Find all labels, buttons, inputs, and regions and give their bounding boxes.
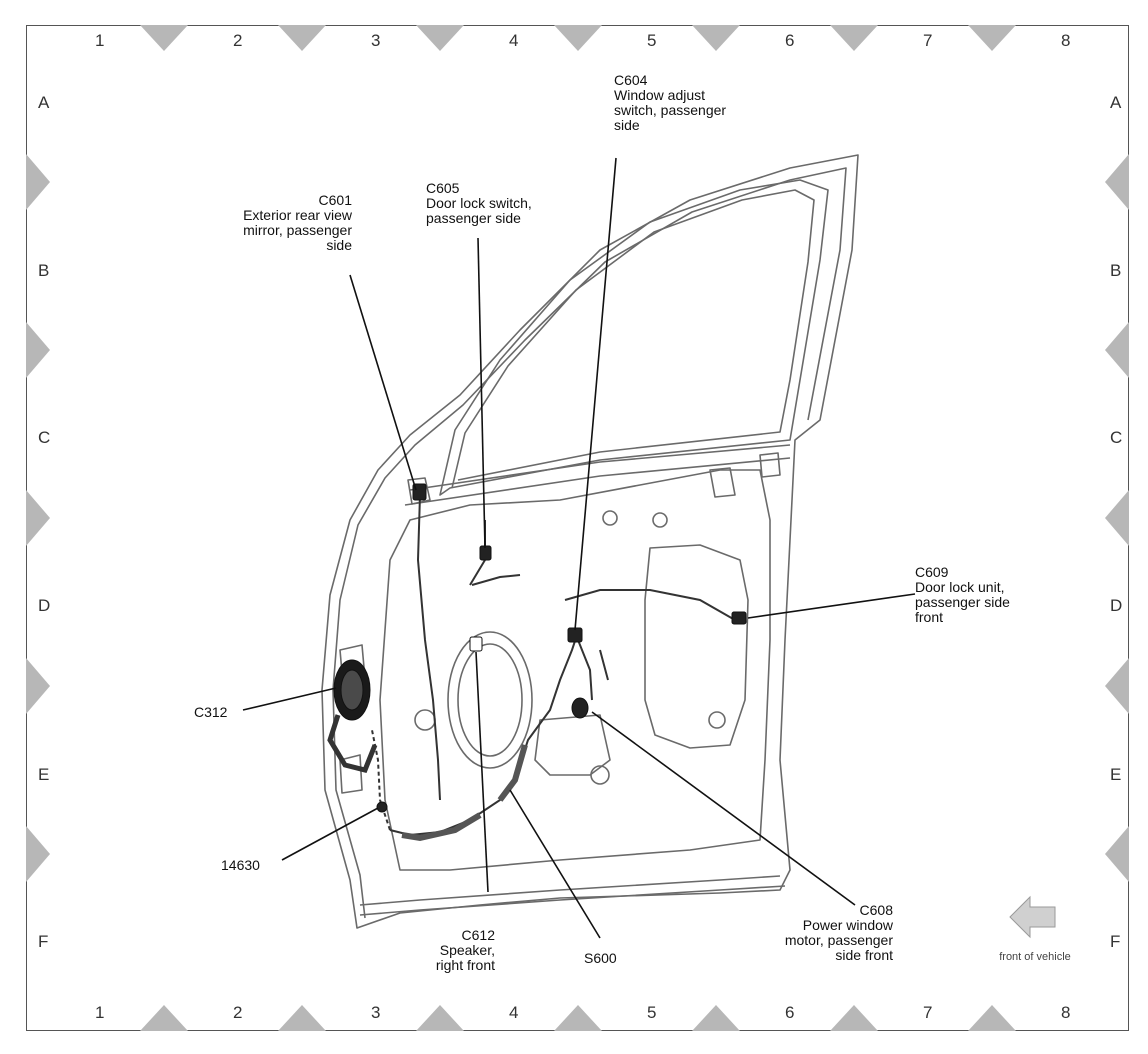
grid-tick-right xyxy=(1105,658,1129,714)
grid-row-a: A xyxy=(1110,93,1122,112)
grid-col-1: 1 xyxy=(95,1003,105,1022)
grid-tick-top xyxy=(692,25,740,51)
grid-col-5: 5 xyxy=(647,31,657,50)
grid-tick-top xyxy=(968,25,1016,51)
grid-row-b: B xyxy=(38,261,50,280)
front-of-vehicle-label: front of vehicle xyxy=(999,951,1071,963)
grid-triangles xyxy=(26,25,1129,1031)
harness xyxy=(371,494,736,842)
grid-col-7: 7 xyxy=(923,31,933,50)
grid-row-e: E xyxy=(38,765,50,784)
grid-col-3: 3 xyxy=(371,31,381,50)
grid-row-c: C xyxy=(1110,428,1123,447)
grid-tick-left xyxy=(26,322,50,378)
grid-col-2: 2 xyxy=(233,1003,243,1022)
grid-col-7: 7 xyxy=(923,1003,933,1022)
grid-col-8: 8 xyxy=(1061,31,1071,50)
grid-tick-top xyxy=(554,25,602,51)
grid-row-a: A xyxy=(38,93,50,112)
grid-row-c: C xyxy=(38,428,51,447)
callout-c312: C312 xyxy=(194,704,228,720)
grid-row-b: B xyxy=(1110,261,1122,280)
grid-row-f: F xyxy=(1110,932,1121,951)
grid-tick-top xyxy=(278,25,326,51)
grid-tick-left xyxy=(26,154,50,210)
grid-tick-right xyxy=(1105,826,1129,882)
grid-col-5: 5 xyxy=(647,1003,657,1022)
grid-tick-top xyxy=(416,25,464,51)
connectors xyxy=(327,483,747,813)
callout-c604: C604 Window adjust switch, passenger sid… xyxy=(614,72,727,133)
grid-tick-left xyxy=(26,490,50,546)
grid-col-4: 4 xyxy=(509,31,519,50)
grid-col-4: 4 xyxy=(509,1003,519,1022)
grid-tick-bottom xyxy=(968,1005,1016,1031)
grid-col-3: 3 xyxy=(371,1003,381,1022)
arrow-left-icon xyxy=(1009,895,1056,939)
callout-c612: C612 Speaker, right front xyxy=(435,927,495,973)
grid-tick-bottom xyxy=(140,1005,188,1031)
grid-tick-right xyxy=(1105,322,1129,378)
grid-tick-bottom xyxy=(416,1005,464,1031)
front-of-vehicle-indicator: front of vehicle xyxy=(985,895,1085,975)
grid-row-d: D xyxy=(38,596,51,615)
grid-tick-bottom xyxy=(830,1005,878,1031)
grid-tick-bottom xyxy=(692,1005,740,1031)
grid-row-f: F xyxy=(38,932,49,951)
grid-col-8: 8 xyxy=(1061,1003,1071,1022)
grid-tick-right xyxy=(1105,154,1129,210)
callout-c605: C605 Door lock switch, passenger side xyxy=(426,180,532,226)
door-outline xyxy=(321,154,859,929)
callout-c608: C608 Power window motor, passenger side … xyxy=(784,902,893,963)
grid-tick-bottom xyxy=(554,1005,602,1031)
grid-col-6: 6 xyxy=(785,1003,795,1022)
grid-col-6: 6 xyxy=(785,31,795,50)
grid-row-e: E xyxy=(1110,765,1122,784)
grid-tick-top xyxy=(830,25,878,51)
speaker xyxy=(447,631,533,769)
leader-lines xyxy=(242,157,916,939)
grid-tick-left xyxy=(26,826,50,882)
grid-row-d: D xyxy=(1110,596,1123,615)
grid-tick-top xyxy=(140,25,188,51)
grid-tick-left xyxy=(26,658,50,714)
callout-14630: 14630 xyxy=(221,857,260,873)
callout-c601: C601 Exterior rear view mirror, passenge… xyxy=(243,192,352,253)
grid-col-2: 2 xyxy=(233,31,243,50)
callout-c609: C609 Door lock unit, passenger side fron… xyxy=(915,564,1010,625)
callout-s600: S600 xyxy=(584,950,617,966)
grid-tick-bottom xyxy=(278,1005,326,1031)
grid-col-1: 1 xyxy=(95,31,105,50)
grid-tick-right xyxy=(1105,490,1129,546)
